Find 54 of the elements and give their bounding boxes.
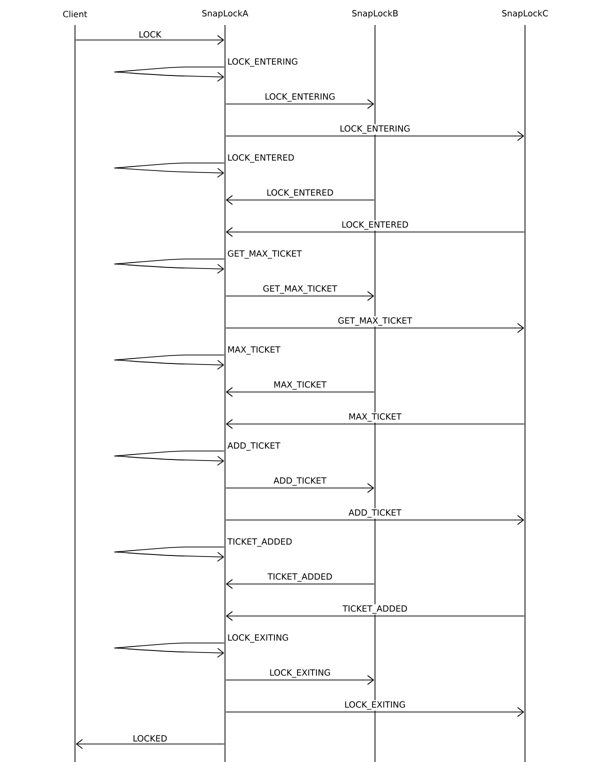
edge-label: LOCK [138,30,162,39]
message-arrow [225,707,524,717]
message-arrow [226,387,375,397]
self-message-arrow [114,450,225,466]
message-arrow [225,131,524,141]
message-arrow [76,739,225,749]
edge-label: MAX_TICKET [348,412,402,423]
lifeline [74,25,76,762]
edge-label: LOCK_ENTERED [340,220,410,231]
self-message-arrow [114,258,225,274]
edge-label: GET_MAX_TICKET [226,249,303,260]
lifeline [524,25,526,762]
self-message-arrow [114,354,225,370]
edge-label: GET_MAX_TICKET [262,284,338,295]
self-message-arrow [114,162,225,178]
message-arrow [226,195,375,205]
edge-label: LOCK_ENTERING [338,124,412,135]
edge-label: TICKET_ADDED [226,537,294,548]
message-arrow [225,291,374,301]
message-arrow [225,515,524,525]
message-arrow [225,483,374,493]
message-arrow [225,99,374,109]
message-arrow [75,35,224,45]
edge-label: LOCK_ENTERING [226,57,299,68]
edge-label: LOCKED [132,734,168,743]
edge-label: LOCK_EXITING [268,668,332,679]
lifeline [374,25,376,762]
participant-label: SnapLockA [202,10,248,18]
lifeline [224,25,226,762]
edge-label: ADD_TICKET [226,441,282,452]
message-arrow [225,323,524,333]
edge-label: ADD_TICKET [348,508,402,519]
edge-label: MAX_TICKET [226,345,282,356]
message-arrow [225,675,374,685]
participant-label: SnapLockC [502,10,548,18]
message-arrow [226,419,525,429]
self-message-arrow [114,66,225,82]
edge-label: LOCK_ENTERED [226,153,296,164]
edge-label: GET_MAX_TICKET [336,316,414,327]
self-message-arrow [114,546,225,562]
message-arrow [226,611,525,621]
edge-label: TICKET_ADDED [342,604,408,615]
edge-label: MAX_TICKET [272,380,328,391]
edge-label: ADD_TICKET [272,476,328,487]
participant-label: Client [63,10,88,18]
participant-label: SnapLockB [352,10,398,18]
edge-label: LOCK_EXITING [343,700,407,711]
edge-label: LOCK_ENTERED [266,188,334,199]
edge-label: TICKET_ADDED [266,572,334,583]
message-arrow [226,227,525,237]
self-message-arrow [114,642,225,658]
edge-label: LOCK_EXITING [226,633,290,644]
edge-label: LOCK_ENTERING [264,92,336,103]
message-arrow [226,579,375,589]
